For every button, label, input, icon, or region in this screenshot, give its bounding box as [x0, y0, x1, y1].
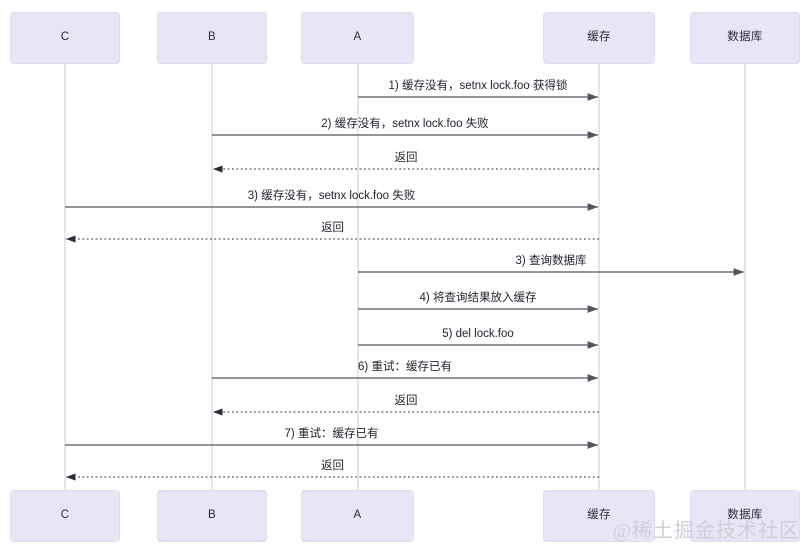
- actor-label-db: 数据库: [727, 509, 763, 522]
- actor-label-a: A: [353, 509, 362, 522]
- message-label-10: 返回: [394, 395, 418, 407]
- message-label-6: 3) 查询数据库: [515, 255, 587, 267]
- actor-label-cache: 缓存: [587, 31, 611, 44]
- actor-label-cache: 缓存: [587, 509, 611, 522]
- actor-label-b: B: [208, 31, 216, 44]
- message-label-5: 返回: [321, 222, 344, 234]
- actor-box-top-a[interactable]: A: [301, 12, 414, 64]
- message-label-11: 7) 重试：缓存已有: [284, 428, 379, 440]
- message-arrows-group: [65, 93, 744, 481]
- message-label-12: 返回: [321, 460, 344, 472]
- message-label-7: 4) 将查询结果放入缓存: [419, 292, 537, 304]
- actor-label-a: A: [353, 31, 362, 44]
- message-label-9: 6) 重试：缓存已有: [358, 361, 452, 373]
- message-label-8: 5) del lock.foo: [442, 328, 514, 340]
- actor-box-bottom-c[interactable]: C: [10, 490, 120, 542]
- actor-label-c: C: [60, 509, 70, 522]
- actor-box-top-db[interactable]: 数据库: [690, 12, 800, 64]
- actor-box-bottom-b[interactable]: B: [157, 490, 267, 542]
- actor-box-top-b[interactable]: B: [157, 12, 267, 64]
- actor-box-bottom-a[interactable]: A: [301, 490, 414, 542]
- actor-box-top-c[interactable]: C: [10, 12, 120, 64]
- message-label-2: 2) 缓存没有，setnx lock.foo 失败: [321, 118, 489, 130]
- actor-label-b: B: [208, 509, 216, 522]
- actor-box-top-cache[interactable]: 缓存: [543, 12, 655, 64]
- actor-label-db: 数据库: [727, 31, 763, 44]
- message-label-4: 3) 缓存没有，setnx lock.foo 失败: [247, 190, 416, 202]
- actor-box-bottom-db[interactable]: 数据库: [690, 490, 800, 542]
- message-label-3: 返回: [394, 152, 418, 164]
- actor-label-c: C: [60, 31, 70, 44]
- actor-box-bottom-cache[interactable]: 缓存: [543, 490, 655, 542]
- message-label-1: 1) 缓存没有，setnx lock.foo 获得锁: [388, 80, 568, 92]
